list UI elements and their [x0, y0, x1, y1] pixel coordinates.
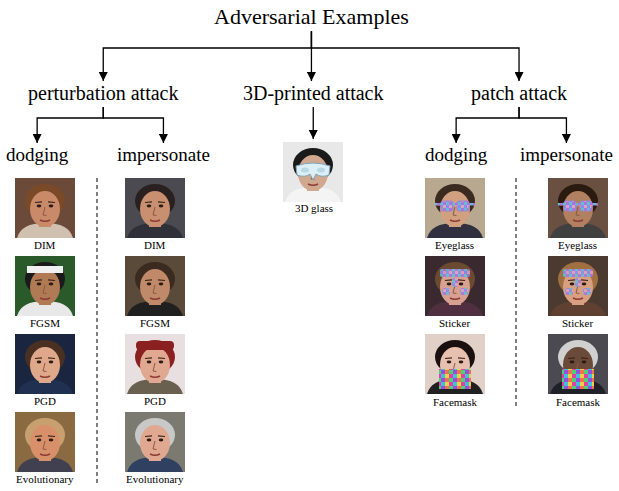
face-photo [15, 334, 75, 394]
face-photo [548, 178, 608, 238]
node-text: impersonate [117, 144, 210, 166]
dashed-separator [516, 178, 517, 408]
method-label: Facemask [555, 396, 601, 408]
subcategory-heading: dodging [4, 144, 70, 166]
method-label: FGSM [139, 317, 171, 329]
face-photo [425, 334, 485, 394]
method-label: Facemask [432, 396, 478, 408]
category-heading: 3D-printed attack [241, 82, 386, 105]
tree-connector [103, 31, 311, 81]
face-photo [125, 256, 185, 316]
tree-connector [519, 107, 566, 143]
method-label: Sticker [438, 317, 471, 329]
face-photo [548, 256, 608, 316]
method-label: FGSM [29, 317, 61, 329]
node-text: dodging [425, 144, 487, 166]
method-label: PGD [33, 395, 57, 407]
subcategory-heading: impersonate [518, 144, 615, 166]
node-text: patch attack [471, 82, 567, 105]
subcategory-heading: impersonate [115, 144, 212, 166]
category-heading: perturbation attack [26, 82, 181, 105]
face-photo [125, 178, 185, 238]
face-photo [125, 412, 185, 472]
tree-connector [456, 107, 519, 143]
node-text: 3D-printed attack [243, 82, 384, 105]
method-label: PGD [143, 395, 167, 407]
method-label: DIM [33, 239, 56, 251]
tree-connector [311, 31, 519, 81]
face-photo [548, 334, 608, 394]
face-photo [425, 256, 485, 316]
face-photo [283, 142, 343, 202]
method-label: Sticker [561, 317, 594, 329]
method-label: Evolutionary [125, 473, 184, 485]
category-heading: patch attack [469, 82, 569, 105]
root-heading: Adversarial Examples [212, 4, 411, 29]
face-photo [15, 412, 75, 472]
node-text: Adversarial Examples [214, 4, 409, 29]
method-label: Evolutionary [15, 473, 74, 485]
method-label: DIM [143, 239, 166, 251]
node-text: 3D glass [283, 202, 345, 214]
face-photo [15, 256, 75, 316]
method-label: Eyeglass [557, 239, 598, 251]
face-photo [15, 178, 75, 238]
node-text: dodging [6, 144, 68, 166]
tree-connector [313, 107, 314, 139]
tree-connector [103, 107, 163, 143]
image-node: 3D glass [283, 140, 345, 214]
face-photo [425, 178, 485, 238]
tree-connector [37, 107, 103, 143]
method-label: Eyeglass [434, 239, 475, 251]
node-text: impersonate [520, 144, 613, 166]
subcategory-heading: dodging [423, 144, 489, 166]
face-photo [125, 334, 185, 394]
node-text: perturbation attack [28, 82, 179, 105]
dashed-separator [97, 178, 98, 486]
